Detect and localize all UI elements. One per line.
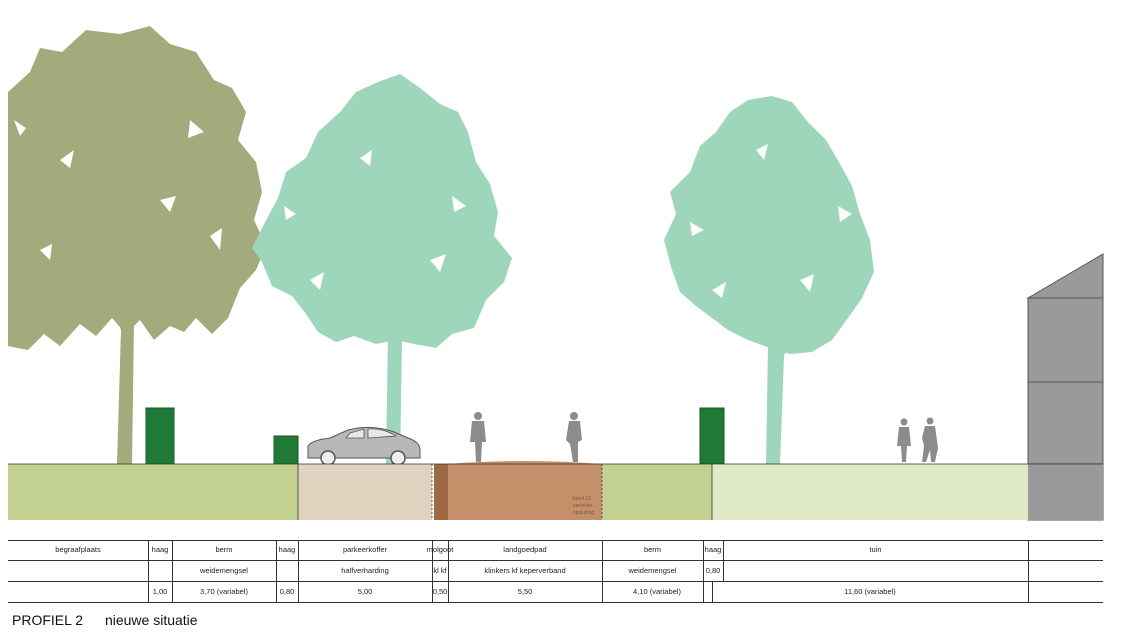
cell-haag: haag bbox=[704, 545, 722, 554]
caption-profile: PROFIEL 2 bbox=[12, 612, 84, 628]
cell-parkeerkoffer: parkeerkoffer bbox=[342, 545, 388, 554]
mint-tree-left-icon bbox=[252, 74, 512, 464]
cell-haag: haag bbox=[151, 545, 169, 554]
cell-klinkers: klinkers kf keperverband bbox=[484, 566, 566, 575]
cell-haag: haag bbox=[278, 545, 296, 554]
cell-berm: berm bbox=[215, 545, 233, 554]
person-icon bbox=[566, 412, 582, 462]
cell-berm: berm bbox=[643, 545, 662, 554]
hedge-icon bbox=[273, 435, 299, 465]
cell-width-haag: 0,80 bbox=[279, 587, 295, 596]
street-profile-scene: band 12 verholen opsluiting bbox=[8, 26, 1104, 521]
berm-surface bbox=[602, 464, 712, 520]
cell-weidemengsel: weidemengsel bbox=[628, 566, 677, 575]
cell-kl-kf: kl kf bbox=[433, 566, 447, 575]
landgoedpad-surface bbox=[448, 461, 602, 520]
hedge-icon bbox=[145, 407, 175, 465]
caption-subtitle: nieuwe situatie bbox=[104, 612, 198, 628]
cell-tuin: tuin bbox=[869, 545, 882, 554]
cell-width-haag: 1,00 bbox=[152, 587, 168, 596]
cell-weidemengsel: weidemengsel bbox=[200, 566, 248, 575]
car-icon bbox=[307, 426, 421, 466]
cell-width-molgoot: 0,50 bbox=[432, 587, 448, 596]
cell-width-tuin: 11,60 (variabel) bbox=[844, 587, 896, 596]
house-base bbox=[1028, 464, 1103, 520]
olive-tree-icon bbox=[8, 26, 266, 464]
molgoot-surface bbox=[434, 464, 448, 520]
cell-width-haag: 0,80 bbox=[705, 566, 721, 575]
person-icon bbox=[470, 412, 486, 462]
person-icon bbox=[897, 418, 911, 462]
cell-width-landgoedpad: 5,50 bbox=[517, 587, 533, 596]
cell-halfverharding: halfverharding bbox=[341, 566, 389, 575]
band-annotation-line-1: band 12 bbox=[573, 496, 591, 502]
cell-begraafplaats: begraafplaats bbox=[55, 545, 101, 554]
begraafplaats-surface bbox=[8, 464, 298, 520]
olive-tree-crown bbox=[8, 26, 266, 350]
parkeerkoffer-surface bbox=[298, 464, 432, 520]
hedge-icon bbox=[699, 407, 725, 465]
cell-molgoot: molgoot bbox=[426, 545, 454, 554]
olive-tree-trunk bbox=[96, 240, 154, 464]
person-icon bbox=[922, 417, 938, 462]
cell-width-parkeerkoffer: 5,00 bbox=[357, 587, 373, 596]
cell-width-berm: 3,70 (variabel) bbox=[200, 587, 248, 596]
cell-landgoedpad: landgoedpad bbox=[503, 545, 547, 554]
cell-width-berm: 4,10 (variabel) bbox=[633, 587, 681, 596]
mint-tree-right-crown bbox=[664, 96, 874, 354]
mint-tree-left-trunk bbox=[372, 270, 422, 464]
band-annotation-line-3: opsluiting bbox=[573, 510, 594, 516]
mint-tree-right-trunk bbox=[752, 270, 802, 464]
ground-profile: band 12 verholen opsluiting bbox=[8, 461, 1103, 520]
band-annotation-line-2: verholen bbox=[573, 503, 592, 509]
tuin-surface bbox=[712, 464, 1028, 520]
mint-tree-right-icon bbox=[664, 96, 874, 464]
figure-caption: PROFIEL 2 nieuwe situatie bbox=[12, 612, 216, 628]
